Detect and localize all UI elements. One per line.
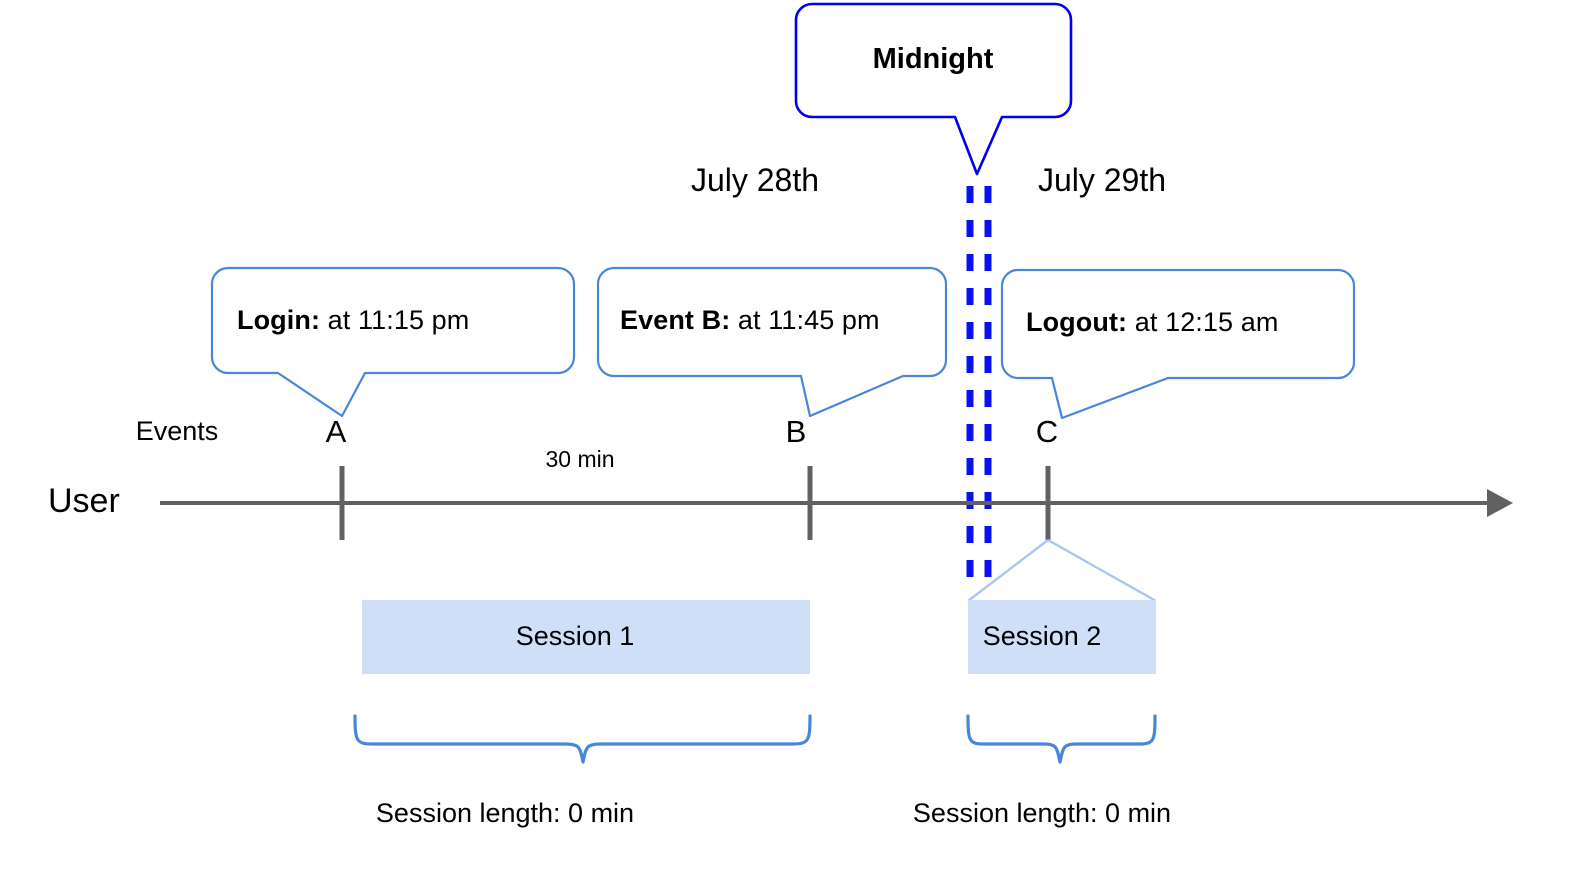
session-1-brace [353,714,812,764]
login-callout-shape[interactable] [210,266,576,418]
logout-callout-rest: at 12:15 am [1127,307,1279,337]
timeline-axis [160,489,1513,517]
event-ticks [339,466,1051,540]
session-boxes [362,600,1156,674]
logout-bubble-path [1000,268,1356,420]
midnight-callout-label: Midnight [872,43,994,75]
login-callout-text: Login: at 11:15 pm [237,307,469,334]
timeline-arrow-icon [1487,489,1513,517]
login-bubble-path [210,266,576,418]
session-2-brace [966,714,1157,764]
eventb-bubble-path [596,266,948,418]
session-1-brace-path [353,714,812,764]
day-label-july-29: July 29th [1037,162,1167,198]
event-letter-b: B [785,414,807,449]
eventb-callout-text: Event B: at 11:45 pm [620,307,880,334]
session-2-brace-path [966,714,1157,764]
login-callout-bold: Login: [237,305,321,335]
session-2-length-label: Session length: 0 min [912,798,1172,828]
logout-callout-bold: Logout: [1026,307,1128,337]
events-row-label: Events [135,416,219,446]
eventb-callout-bold: Event B: [620,305,731,335]
midnight-bubble-path [794,2,1073,176]
eventb-callout-shape[interactable] [596,266,948,418]
eventb-callout-rest: at 11:45 pm [730,305,880,335]
user-row-label: User [48,482,120,520]
logout-callout-text: Logout: at 12:15 am [1026,309,1278,336]
session-2-label: Session 2 [982,621,1102,651]
event-letter-a: A [325,414,347,449]
session-1-label: Session 1 [515,621,635,651]
session2-connector-lines [967,538,1157,603]
session2-connector-right [1047,538,1157,603]
session-1-length-label: Session length: 0 min [375,798,635,828]
midnight-callout-shape [794,2,1073,176]
event-letter-c: C [1035,414,1059,449]
logout-callout-shape[interactable] [1000,268,1356,420]
day-label-july-28: July 28th [690,162,820,198]
login-callout-rest: at 11:15 pm [320,305,470,335]
midnight-boundary-lines [966,186,992,578]
session2-connector-left [967,539,1049,602]
session-1-box [362,600,810,674]
session-2-box [968,600,1156,674]
gap-label-30-min: 30 min [545,446,615,472]
